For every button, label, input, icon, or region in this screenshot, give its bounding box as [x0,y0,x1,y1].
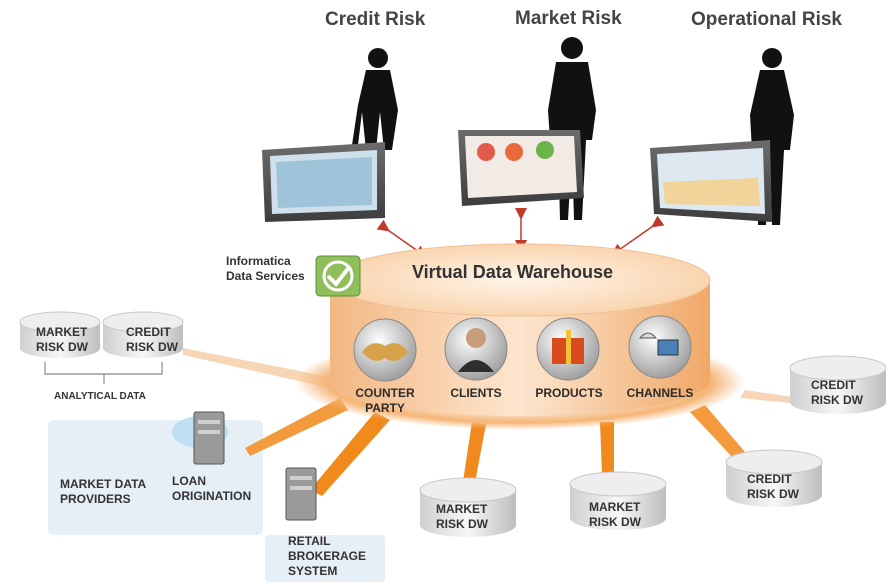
role-title-operational: Operational Risk [691,9,842,30]
spoke-db-3-line2: RISK DW [747,487,799,501]
spoke-db-4-line2: RISK DW [811,393,863,407]
db-cylinder-market-analytical [19,311,101,358]
market-data-line1: MARKET DATA [60,477,147,491]
entity-label-counterparty: COUNTER PARTY [352,386,418,416]
market-data-line2: PROVIDERS [60,492,131,506]
db-cylinder-spoke-2 [569,471,667,530]
entity-label-clients: CLIENTS [450,386,502,400]
monitor-credit [262,142,385,222]
spoke-db-4-line1: CREDIT [811,378,856,392]
retail-line1: RETAIL [288,534,331,548]
spoke-db-label-4: CREDIT RISK DW [811,378,863,408]
spoke-db-label-3: CREDIT RISK DW [747,472,799,502]
analytical-db-market-line1: MARKET [36,325,88,339]
entity-label-channels: CHANNELS [626,386,694,400]
retail-line3: SYSTEM [288,564,338,578]
person-silhouette-credit [352,48,398,150]
loan-line2: ORIGINATION [172,489,252,503]
retail-panel [265,535,385,582]
warehouse-title: Virtual Data Warehouse [412,262,614,282]
db-cylinder-spoke-3 [725,449,823,507]
entity-counterparty-line2: PARTY [365,401,405,415]
entity-counterparty-line1: COUNTER [355,386,415,400]
db-cylinder-credit-analytical [102,311,184,358]
loan-origination-label: LOAN ORIGINATION [172,474,251,504]
informatica-line1: Informatica [226,254,291,268]
spoke-db-2-line1: MARKET [589,500,641,514]
role-title-credit: Credit Risk [325,9,426,30]
market-data-providers-label: MARKET DATA PROVIDERS [60,477,146,507]
analytical-db-credit-line2: RISK DW [126,340,178,354]
person-icon [444,317,508,381]
analytical-db-credit-line1: CREDIT [126,325,171,339]
informatica-label: Informatica Data Services [226,254,305,284]
handshake-icon [353,318,417,382]
arrow-operational-link [611,215,665,256]
retail-brokerage-label: RETAIL BROKERAGE SYSTEM [288,534,366,579]
db-cylinder-spoke-1 [419,477,517,537]
satellite-monitor-icon [628,315,692,379]
server-icon-loan [172,411,228,465]
loan-line1: LOAN [172,474,206,488]
role-title-market: Market Risk [515,8,622,29]
retail-line2: BROKERAGE [288,549,367,563]
db-cylinder-spoke-4 [789,355,887,414]
checkmark-icon [315,255,361,297]
informatica-line2: Data Services [226,269,305,283]
analytical-db-market-line2: RISK DW [36,340,88,354]
analytical-db-market-label: MARKET RISK DW [36,325,88,355]
monitor-operational [650,140,772,222]
analytical-db-credit-label: CREDIT RISK DW [126,325,178,355]
spoke-db-1-line2: RISK DW [436,517,488,531]
spoke-db-1-line1: MARKET [436,502,488,516]
spoke-db-label-2: MARKET RISK DW [589,500,641,530]
spoke-db-3-line1: CREDIT [747,472,792,486]
spoke-db-2-line2: RISK DW [589,515,641,529]
analytical-bracket [44,362,163,384]
gift-box-icon [536,317,600,381]
server-icon-retail [285,467,317,521]
spoke-db-label-1: MARKET RISK DW [436,502,488,532]
entity-label-products: PRODUCTS [535,386,603,400]
monitor-market [458,130,584,206]
analytical-data-label: ANALYTICAL DATA [54,391,146,402]
